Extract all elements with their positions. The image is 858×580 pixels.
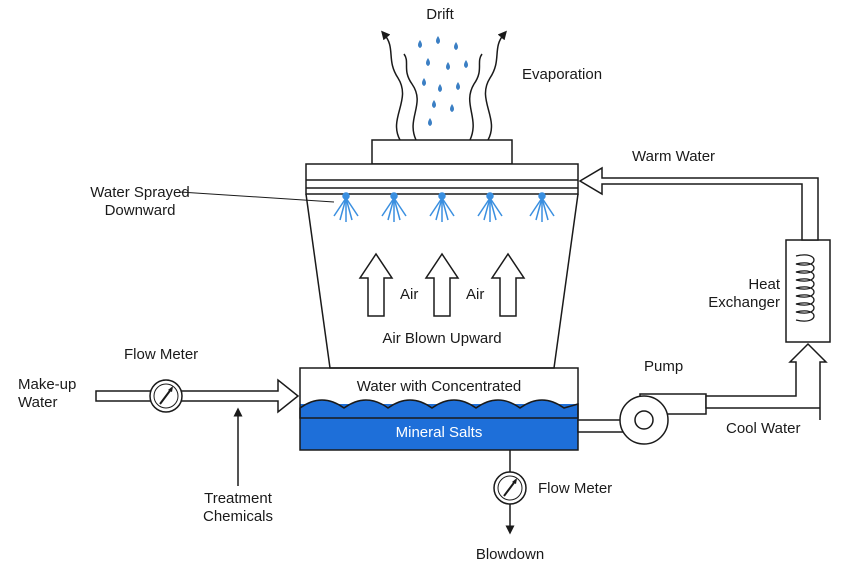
- spray-leader-line: [179, 191, 335, 203]
- pipe-basin-to-pump: [577, 419, 625, 433]
- cool-water-label: Cool Water: [726, 420, 801, 437]
- flow-meter-left-gauge: [149, 379, 183, 413]
- blowdown-label: Blowdown: [475, 546, 545, 563]
- makeup-water-label: Make-up Water: [18, 376, 76, 412]
- basin-label-line1: Water with Concentrated: [356, 378, 522, 395]
- makeup-line2: Water: [18, 394, 58, 411]
- evaporation-label: Evaporation: [522, 66, 603, 83]
- warm-water-pipe: [578, 166, 819, 241]
- air-blown-upward-label: Air Blown Upward: [382, 330, 502, 347]
- flow-meter-bottom-gauge: [493, 471, 527, 505]
- spray-nozzle: [429, 192, 455, 222]
- evaporation-arrows: [381, 30, 507, 141]
- flow-meter-bottom-label: Flow Meter: [538, 480, 613, 497]
- heat-line1: Heat: [748, 276, 780, 293]
- water-sprayed-line2: Downward: [104, 202, 176, 219]
- spray-nozzle: [529, 192, 555, 222]
- air-label-2: Air: [466, 286, 485, 303]
- treatment-line2: Chemicals: [202, 508, 274, 525]
- makeup-water-pipe: [95, 378, 300, 414]
- warm-water-label: Warm Water: [632, 148, 716, 165]
- air-arrow: [358, 252, 394, 317]
- fan-housing: [371, 139, 513, 165]
- air-arrows: [358, 252, 526, 317]
- spray-nozzles: [333, 192, 555, 222]
- water-sprayed-label: Water Sprayed Downward: [80, 184, 200, 220]
- air-label-1: Air: [400, 286, 419, 303]
- pump: [619, 393, 707, 445]
- basin: [299, 367, 579, 451]
- heat-line2: Exchanger: [708, 294, 780, 311]
- treatment-line1: Treatment: [204, 490, 272, 507]
- pipe-pump-to-exchanger: [705, 342, 828, 420]
- spray-nozzle: [381, 192, 407, 222]
- pump-label: Pump: [644, 358, 684, 375]
- drift-label: Drift: [426, 6, 454, 23]
- water-sprayed-line1: Water Sprayed: [90, 184, 190, 201]
- makeup-line1: Make-up: [18, 376, 77, 393]
- heat-exchanger: [785, 239, 831, 343]
- basin-water-surface: [299, 399, 579, 419]
- spray-nozzle: [477, 192, 503, 222]
- spray-nozzle: [333, 192, 359, 222]
- heat-exchanger-label: Heat Exchanger: [680, 276, 780, 312]
- drift-drops: [418, 36, 468, 126]
- tower-top-deck: [305, 163, 579, 195]
- treatment-chemicals-label: Treatment Chemicals: [180, 490, 296, 526]
- air-arrow: [424, 252, 460, 317]
- air-arrow: [490, 252, 526, 317]
- basin-label-line2: Mineral Salts: [395, 424, 483, 441]
- flow-meter-left-label: Flow Meter: [124, 346, 199, 363]
